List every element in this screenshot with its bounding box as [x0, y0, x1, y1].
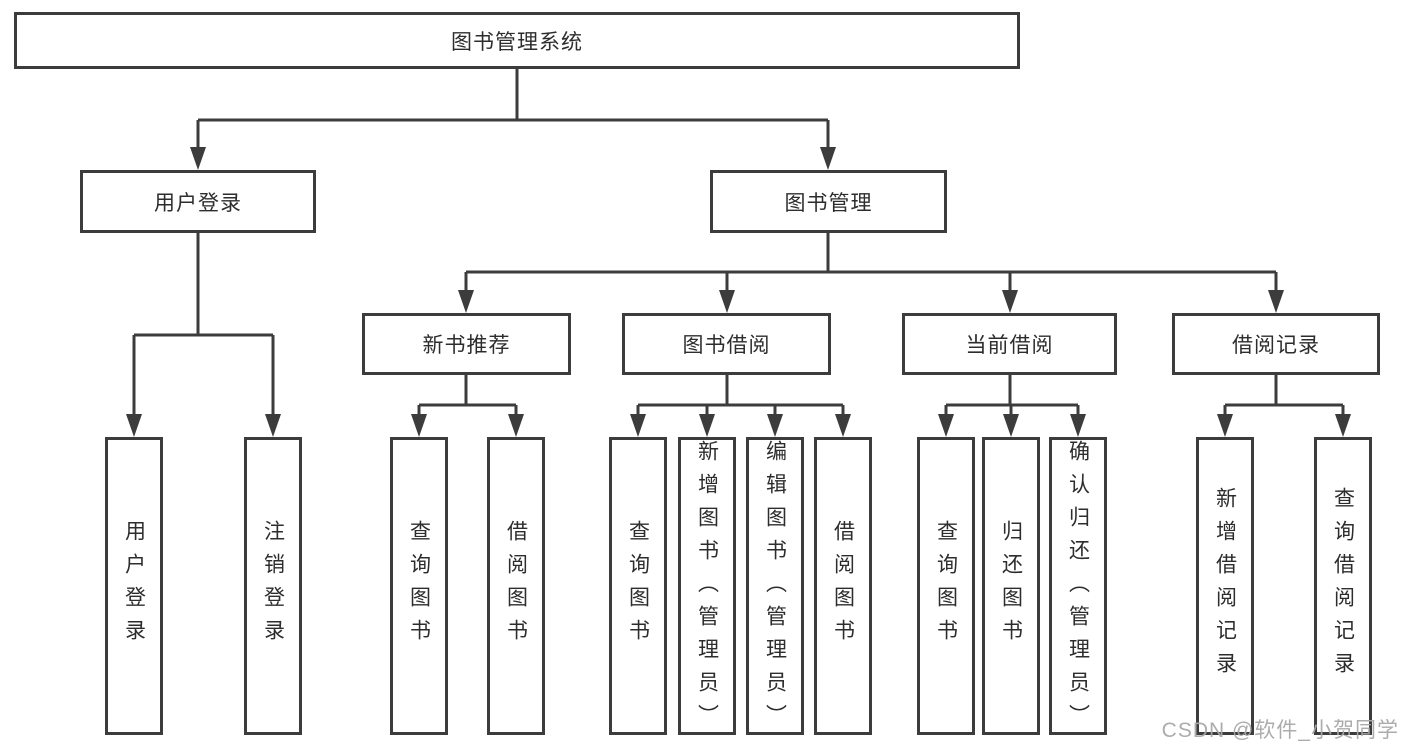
node-label: 当前借阅 — [965, 334, 1054, 357]
leaf-query-books-borrowing: 查询图书 — [609, 437, 667, 735]
node-label: 用户登录 — [154, 191, 242, 215]
node-new-book-recommend: 新书推荐 — [362, 313, 571, 375]
node-label: 查询图书 — [407, 520, 431, 652]
leaf-add-borrow-record: 新增借阅记录 — [1196, 437, 1254, 735]
node-label: 借阅图书 — [831, 520, 855, 652]
node-label: 查询图书 — [626, 520, 650, 652]
leaf-borrow-books-borrowing: 借阅图书 — [814, 437, 872, 735]
leaf-logout: 注销登录 — [244, 437, 302, 735]
node-book-borrowing: 图书借阅 — [622, 313, 831, 375]
node-label: 新增图书（管理员） — [695, 440, 719, 737]
node-label: 新增借阅记录 — [1213, 487, 1237, 685]
node-label: 图书借阅 — [682, 334, 771, 357]
node-label: 归还图书 — [999, 520, 1023, 652]
node-label: 借阅图书 — [504, 520, 528, 652]
leaf-add-book-admin: 新增图书（管理员） — [678, 437, 736, 737]
leaf-return-books: 归还图书 — [982, 437, 1040, 735]
node-borrowing-records: 借阅记录 — [1172, 313, 1380, 375]
leaf-query-books-recommend: 查询图书 — [390, 437, 448, 735]
node-label: 图书管理 — [784, 191, 873, 215]
node-user-login-branch: 用户登录 — [80, 170, 316, 233]
node-label: 查询图书 — [934, 520, 958, 652]
node-current-borrowing: 当前借阅 — [902, 313, 1117, 375]
node-label: 新书推荐 — [422, 334, 511, 357]
leaf-edit-book-admin: 编辑图书（管理员） — [746, 437, 804, 737]
watermark: CSDN @软件_小贺同学 — [1161, 719, 1399, 742]
leaf-borrow-books-recommend: 借阅图书 — [487, 437, 545, 735]
node-label: 注销登录 — [261, 520, 285, 652]
leaf-query-books-current: 查询图书 — [917, 437, 975, 735]
node-label: 查询借阅记录 — [1331, 487, 1355, 685]
node-label: 确认归还（管理员） — [1066, 440, 1090, 737]
node-library-system: 图书管理系统 — [14, 12, 1020, 69]
leaf-query-borrow-record: 查询借阅记录 — [1314, 437, 1372, 735]
node-label: 借阅记录 — [1232, 334, 1320, 357]
node-book-management: 图书管理 — [710, 170, 947, 233]
node-label: 图书管理系统 — [451, 30, 583, 54]
node-label: 用户登录 — [122, 520, 146, 652]
leaf-confirm-return-admin: 确认归还（管理员） — [1049, 437, 1107, 737]
node-label: 编辑图书（管理员） — [763, 440, 787, 737]
leaf-user-login: 用户登录 — [105, 437, 163, 735]
